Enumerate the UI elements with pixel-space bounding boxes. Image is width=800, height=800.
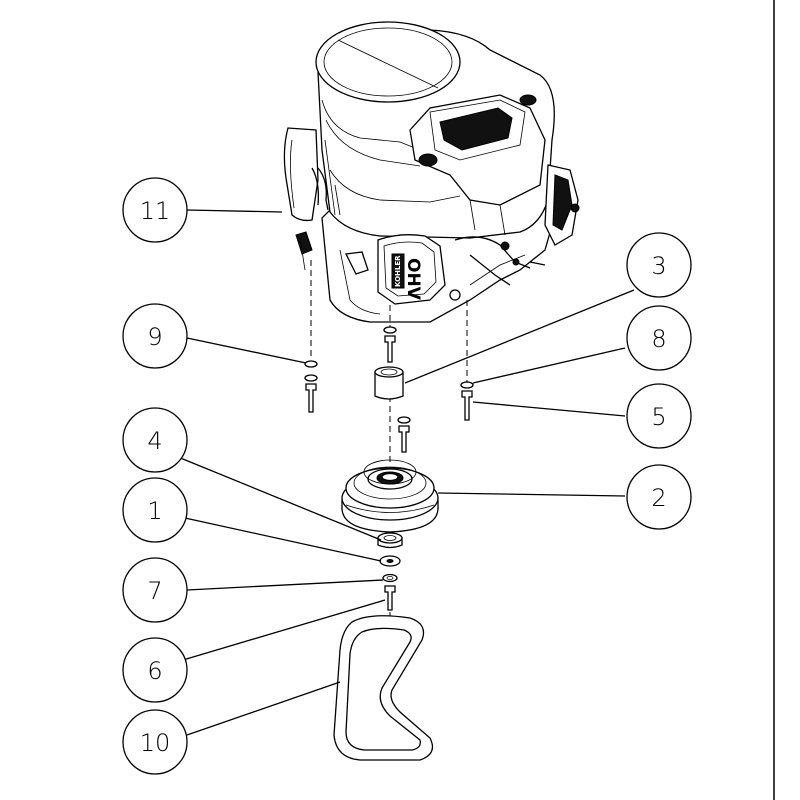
lock-washer-left — [304, 360, 318, 368]
leader-lines — [177, 209, 635, 736]
bolt-right — [461, 390, 473, 421]
hardware — [304, 326, 474, 453]
callout-label-9: 9 — [147, 323, 162, 351]
callout-label-6: 6 — [147, 657, 162, 685]
bolt-left — [305, 383, 317, 413]
callout-label-7: 7 — [147, 577, 162, 605]
engine-model-logo: OHV — [403, 258, 423, 301]
callout-label-8: 8 — [651, 325, 666, 353]
washer-right — [460, 381, 474, 389]
callout-2: 2 — [626, 464, 692, 530]
callout-6: 6 — [122, 637, 188, 703]
callout-8: 8 — [626, 305, 692, 371]
callout-1: 1 — [122, 477, 188, 543]
callout-9: 9 — [122, 303, 188, 369]
callout-10: 10 — [122, 709, 188, 775]
callout-label-4: 4 — [147, 427, 162, 455]
lower-hardware — [377, 532, 403, 611]
callout-3: 3 — [626, 232, 692, 298]
spacer-bushing — [374, 371, 404, 400]
callout-11: 11 — [122, 177, 188, 243]
callout-label-1: 1 — [147, 497, 162, 525]
callout-label-3: 3 — [651, 252, 666, 280]
callout-7: 7 — [122, 557, 188, 623]
callout-4: 4 — [122, 407, 188, 473]
callout-5: 5 — [626, 383, 692, 449]
engine: KOHLER OHV — [283, 21, 580, 323]
engine-brand-logo: KOHLER — [394, 255, 402, 287]
callout-label-5: 5 — [651, 403, 666, 431]
callout-label-11: 11 — [140, 197, 171, 225]
washer-left — [304, 374, 318, 382]
belt — [333, 615, 434, 761]
callout-label-10: 10 — [140, 729, 171, 757]
callout-label-2: 2 — [651, 484, 666, 512]
pulley — [341, 459, 439, 533]
